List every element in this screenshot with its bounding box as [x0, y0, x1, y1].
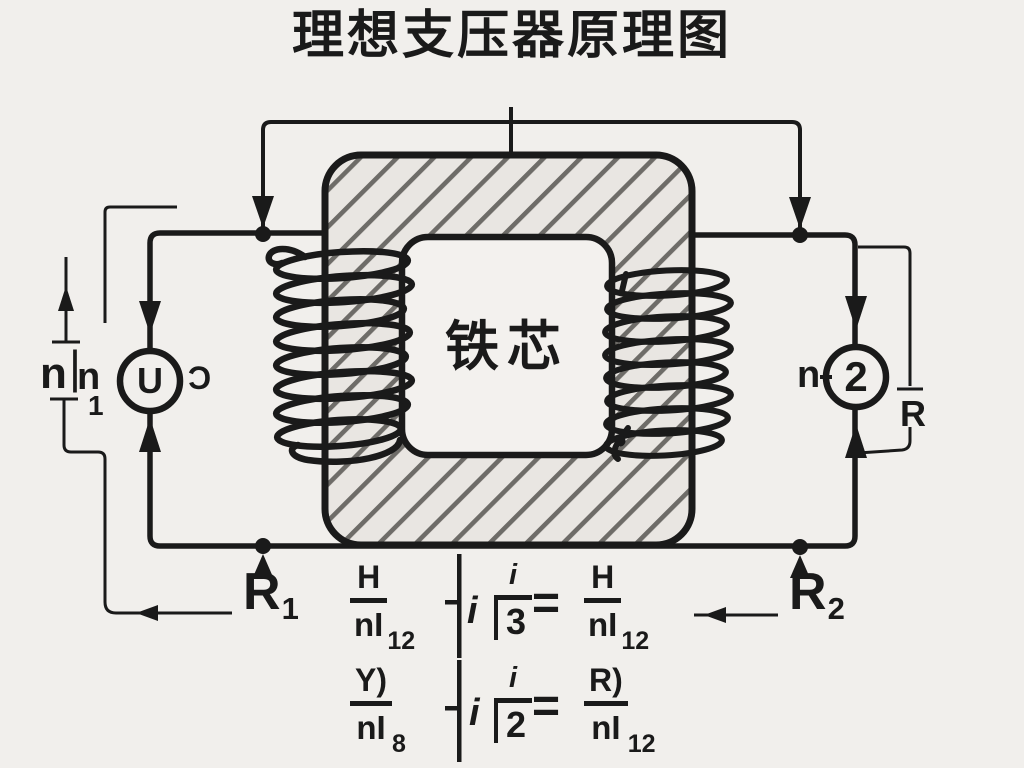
secondary-turns-label: n	[797, 354, 821, 396]
equation2-lhs-denominator: nI	[356, 708, 386, 746]
equation1-mid-bar	[494, 595, 533, 600]
primary-turns-subscript: 1	[88, 390, 104, 421]
equation2-lhs-numerator: Y)	[355, 662, 387, 698]
left-terminal-bracket	[103, 205, 177, 323]
equation2-lhs-subscript: 8	[392, 729, 406, 758]
equation1-lhs-numerator: H	[357, 559, 381, 595]
source-artifact-mark: Ɔ	[188, 360, 212, 396]
primary-turns-label-2: n	[77, 356, 101, 398]
equation2-mid-denominator: 2	[494, 702, 532, 743]
load-resistor-label: R	[900, 393, 926, 434]
top-feed-wire	[261, 120, 802, 230]
equation1-rhs-fraction: H nI 12	[584, 559, 649, 655]
iron-core	[321, 151, 696, 549]
equation-divider-2	[457, 660, 462, 762]
primary-turns-label: n	[40, 349, 67, 398]
equation1-mid-denominator: 3	[494, 599, 532, 640]
current-arrow-into-meter-icon	[845, 296, 867, 330]
junction-dot-bottom-right	[792, 539, 808, 555]
equation1-rhs-denominator: nI	[588, 605, 618, 643]
equation-divider-1	[457, 554, 462, 658]
equation2-equals: =	[532, 680, 560, 733]
junction-dot-bottom-left	[255, 538, 271, 554]
primary-coil	[265, 245, 416, 465]
equation1-rhs-subscript: 12	[621, 626, 650, 655]
left-return-wire	[62, 399, 232, 615]
junction-dot-top-right	[792, 227, 808, 243]
equation1-mid-fraction: i 3	[494, 559, 533, 640]
equation-divider-1-tick	[445, 600, 458, 605]
equation2-lhs-fraction: Y) nI 8	[350, 662, 406, 758]
current-arrow-below-source-icon	[139, 418, 161, 452]
equation1-lhs-subscript: 12	[387, 626, 416, 655]
equation2-rhs-numerator: R)	[589, 662, 623, 698]
load-branch-lower	[857, 427, 912, 455]
equation2-mid-i: i	[469, 692, 480, 734]
equation2-rhs-bar	[584, 701, 628, 706]
equation1-rhs-numerator: H	[591, 559, 615, 595]
current-arrow-top-right-icon	[789, 197, 811, 229]
current-arrow-below-meter-icon	[845, 424, 867, 458]
equation1-lhs-denominator: nI	[354, 605, 384, 643]
resistor-r2-letter: R	[789, 563, 827, 621]
resistor-r1-letter: R	[243, 563, 281, 621]
resistor-r1-label: R1	[243, 563, 299, 624]
equation-divider-2-tick	[445, 706, 458, 711]
equation2-lhs-bar	[350, 701, 392, 706]
equation1-lhs-bar	[350, 598, 388, 603]
source-symbol: U	[137, 360, 163, 401]
primary-turns-divider: |	[69, 341, 81, 393]
resistor-r2-subscript: 2	[827, 591, 845, 626]
core-label: 铁芯	[445, 317, 569, 377]
equation1-mid-i: i	[467, 590, 478, 632]
equation2-mid-bar	[494, 698, 533, 703]
equation2-mid-numerator: i	[508, 662, 518, 694]
load-branch-upper	[858, 245, 912, 386]
equation2-rhs-subscript: 12	[627, 729, 656, 758]
equation2-rhs-denominator: nI	[591, 708, 621, 746]
equation1-rhs-bar	[584, 598, 622, 603]
equation1-mid-numerator: i	[508, 559, 518, 591]
equation1-equals: =	[532, 577, 560, 630]
small-arrow-bottom-right-icon	[790, 555, 810, 578]
junction-dot-top-left	[255, 226, 271, 242]
current-arrow-top-left-icon	[252, 196, 274, 228]
secondary-coil	[602, 267, 734, 462]
meter-symbol: 2	[844, 353, 868, 400]
diagram-title: 理想支压器原理图	[291, 7, 732, 65]
resistor-r1-subscript: 1	[281, 591, 299, 626]
equation2-rhs-fraction: R) nI 12	[584, 662, 656, 758]
equation1-lhs-fraction: H nI 12	[350, 559, 415, 655]
source-circle	[116, 347, 184, 415]
current-arrow-into-source-icon	[139, 301, 161, 334]
equation2-mid-fraction: i 2	[494, 662, 533, 743]
small-arrow-bottom-left-icon	[253, 554, 273, 577]
resistor-r2-label: R2	[789, 563, 845, 624]
